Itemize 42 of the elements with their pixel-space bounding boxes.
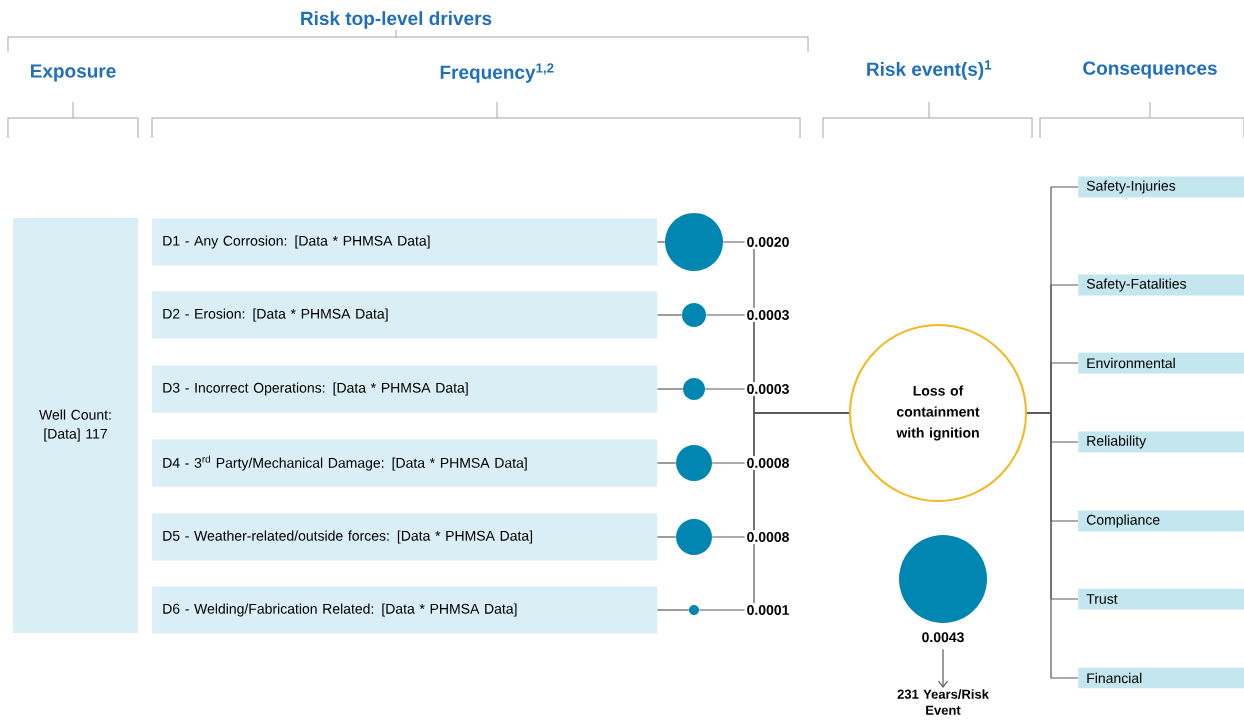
driver-box: D4 - 3$^{rd}$ Party/Mechanical Damage: [Data * PHMSA Data] (152, 439, 658, 487)
value-label: 0.0008 (744, 456, 792, 470)
connector-line (656, 462, 677, 464)
connector-line (656, 314, 683, 316)
connector-line (698, 412, 850, 611)
consequence-box: Safety-Injuries (1078, 176, 1244, 198)
value-label: 0.0008 (744, 530, 792, 544)
bubble-circle (899, 535, 987, 623)
heading: Consequences (1083, 61, 1217, 79)
heading: Frequency$^{1,2}$ (440, 63, 554, 83)
bubble-circle (665, 213, 723, 271)
value-label: 0.0003 (744, 308, 792, 322)
bubble-circle (683, 378, 705, 400)
heading: Risk top-level drivers (301, 11, 492, 29)
exposure-box: Well Count: [Data] 117 (13, 218, 138, 633)
result-text: 231 Years/Risk Event (897, 689, 989, 715)
driver-box: D5 - Weather-related/outside forces: [Data * PHMSA Data] (152, 513, 658, 561)
value-label: 0.0020 (744, 235, 792, 249)
consequence-box: Safety-Fatalities (1078, 274, 1244, 296)
bubble-circle (676, 445, 712, 481)
heading: Risk event(s)$^{1}$ (867, 60, 992, 80)
consequence-box: Trust (1078, 588, 1244, 610)
value-label: 0.0043 (922, 632, 964, 643)
consequence-box: Environmental (1078, 352, 1244, 374)
heading: Exposure (31, 64, 116, 82)
value-label: 0.0001 (744, 603, 792, 617)
bubble-circle (682, 303, 706, 327)
consequence-box: Reliability (1078, 431, 1244, 453)
driver-box: D1 - Any Corrosion: [Data * PHMSA Data] (152, 218, 658, 266)
driver-box: D2 - Erosion: [Data * PHMSA Data] (152, 291, 658, 339)
bubble-circle (676, 519, 712, 555)
arrow (937, 648, 949, 689)
connector-line (656, 241, 666, 243)
connector-line (656, 609, 690, 611)
consequence-box: Financial (1078, 667, 1244, 689)
connector-line (656, 536, 677, 538)
driver-box: D3 - Incorrect Operations: [Data * PHMSA Data] (152, 365, 658, 413)
value-label: 0.0003 (744, 382, 792, 396)
consequence-box: Compliance (1078, 510, 1244, 532)
connector-line (1026, 412, 1079, 679)
connector-line (656, 388, 684, 390)
driver-box: D6 - Welding/Fabrication Related: [Data * PHMSA Data] (152, 586, 658, 634)
